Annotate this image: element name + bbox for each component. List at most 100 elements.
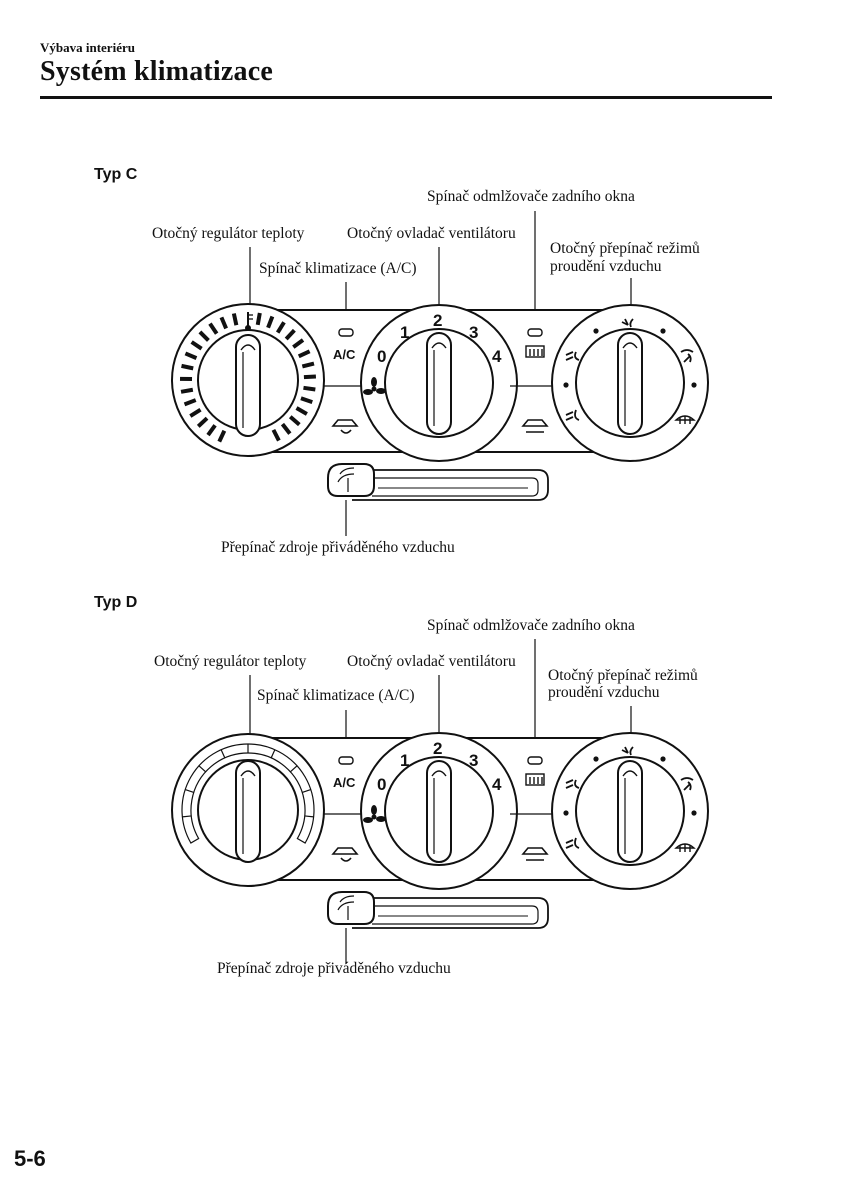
temperature-segment-divider xyxy=(270,749,276,759)
temperature-tick xyxy=(231,313,239,326)
temperature-segment-divider xyxy=(198,765,207,773)
fan-dial[interactable]: 0 1 2 3 4 xyxy=(360,732,518,890)
temperature-tick xyxy=(206,424,217,437)
bilevel-icon xyxy=(565,779,580,789)
ac-switch-label: Spínač klimatizace (A/C) xyxy=(259,260,417,277)
temperature-tick xyxy=(181,363,194,371)
temperature-tick xyxy=(219,316,228,330)
type-d-label: Typ D xyxy=(94,594,138,611)
fan-speed-0: 0 xyxy=(377,347,386,366)
climate-panel-type-d: A/C 0 1 2 3 4 xyxy=(171,639,709,964)
temperature-tick xyxy=(303,385,316,392)
recirculation-icon[interactable] xyxy=(331,847,359,862)
temperature-scale xyxy=(179,312,317,443)
windshield-defrost-icon xyxy=(674,843,696,852)
fan-icon xyxy=(363,805,386,823)
fan-speed-2: 2 xyxy=(433,311,442,330)
fan-speed-4: 4 xyxy=(492,347,502,366)
rear-defroster-icon xyxy=(525,773,545,786)
rear-defroster-switch-label: Spínač odmlžovače zadního okna xyxy=(427,617,635,634)
mode-dial[interactable] xyxy=(551,304,709,462)
climate-panel-type-c: A/C 0 1 2 3 4 xyxy=(171,211,709,536)
fan-icon xyxy=(363,377,386,395)
temperature-segment-divider xyxy=(302,789,311,793)
floor-defrost-icon xyxy=(680,349,694,363)
temperature-tick xyxy=(217,429,227,443)
temperature-segment-divider xyxy=(304,815,314,818)
fan-speed-0: 0 xyxy=(377,775,386,794)
mode-position-dots xyxy=(563,328,697,388)
temperature-tick xyxy=(297,349,311,359)
ac-indicator[interactable] xyxy=(338,756,354,765)
floor-icon xyxy=(565,409,580,421)
ac-text: A/C xyxy=(333,347,356,362)
bilevel-icon xyxy=(565,351,580,361)
temperature-dial-label: Otočný regulátor teploty xyxy=(152,225,305,242)
floor-icon xyxy=(565,837,580,849)
air-source-lever-label: Přepínač zdroje přiváděného vzduchu xyxy=(221,539,455,556)
fan-dial-label: Otočný ovladač ventilátoru xyxy=(347,653,516,670)
temperature-tick xyxy=(292,338,305,349)
temperature-dial[interactable] xyxy=(171,303,325,457)
air-source-lever[interactable] xyxy=(327,463,549,501)
rear-defroster-indicator[interactable] xyxy=(527,756,543,765)
mode-dial-label-line1: Otočný přepínač režimů xyxy=(548,667,698,684)
temperature-tick xyxy=(295,406,308,416)
temperature-segment-divider xyxy=(220,749,226,759)
temperature-tick xyxy=(303,374,317,380)
air-source-lever-label: Přepínač zdroje přiváděného vzduchu xyxy=(217,960,451,977)
fan-speed-1: 1 xyxy=(400,751,409,770)
temperature-tick xyxy=(280,422,292,435)
fan-speed-3: 3 xyxy=(469,323,478,342)
mode-dial-label-line1: Otočný přepínač režimů xyxy=(550,240,700,257)
mode-dial[interactable] xyxy=(551,732,709,890)
air-source-lever[interactable] xyxy=(327,891,549,929)
temperature-tick xyxy=(198,330,210,342)
page-number: 5-6 xyxy=(14,1146,46,1171)
temperature-tick xyxy=(301,361,315,369)
rear-defroster-switch-label: Spínač odmlžovače zadního okna xyxy=(427,188,635,205)
temperature-scale xyxy=(181,743,315,844)
temperature-tick xyxy=(180,387,194,394)
fan-speed-3: 3 xyxy=(469,751,478,770)
mode-dial-label-line2: proudění vzduchu xyxy=(548,684,660,701)
temperature-tick xyxy=(190,340,203,351)
fan-dial[interactable]: 0 1 2 3 4 xyxy=(360,304,518,462)
temperature-tick xyxy=(196,416,209,428)
rear-defroster-icon xyxy=(525,345,545,358)
temperature-tick xyxy=(255,312,262,326)
temperature-tick xyxy=(271,428,281,442)
fan-speed-4: 4 xyxy=(492,775,502,794)
temperature-tick xyxy=(284,328,296,341)
fan-speed-1: 1 xyxy=(400,323,409,342)
temperature-segment-divider xyxy=(289,765,298,773)
fan-dial-label: Otočný ovladač ventilátoru xyxy=(347,225,516,242)
rear-defroster-indicator[interactable] xyxy=(527,328,543,337)
title-rule xyxy=(40,96,772,99)
mode-position-dots xyxy=(563,756,697,816)
fresh-air-icon[interactable] xyxy=(521,419,549,433)
thermometer-icon xyxy=(245,312,253,331)
temperature-tick xyxy=(183,398,197,407)
windshield-defrost-icon xyxy=(674,415,696,424)
temperature-tick xyxy=(266,315,275,329)
face-vent-icon xyxy=(621,746,634,756)
temperature-tick xyxy=(288,415,301,427)
fan-speed-2: 2 xyxy=(433,739,442,758)
temperature-dial-label: Otočný regulátor teploty xyxy=(154,653,307,670)
temperature-tick xyxy=(184,351,198,360)
temperature-segment-divider xyxy=(182,815,192,818)
ac-text: A/C xyxy=(333,775,356,790)
section-name: Výbava interiéru xyxy=(40,40,135,55)
recirculation-icon[interactable] xyxy=(331,419,359,434)
ac-indicator[interactable] xyxy=(338,328,354,337)
fresh-air-icon[interactable] xyxy=(521,847,549,861)
type-c-label: Typ C xyxy=(94,166,138,183)
mode-dial-label-line2: proudění vzduchu xyxy=(550,258,662,275)
temperature-dial[interactable] xyxy=(171,733,325,887)
temperature-tick xyxy=(208,322,219,335)
temperature-tick xyxy=(189,407,202,418)
face-vent-icon xyxy=(621,318,634,328)
temperature-segment-divider xyxy=(185,789,194,793)
temperature-tick xyxy=(275,321,286,334)
